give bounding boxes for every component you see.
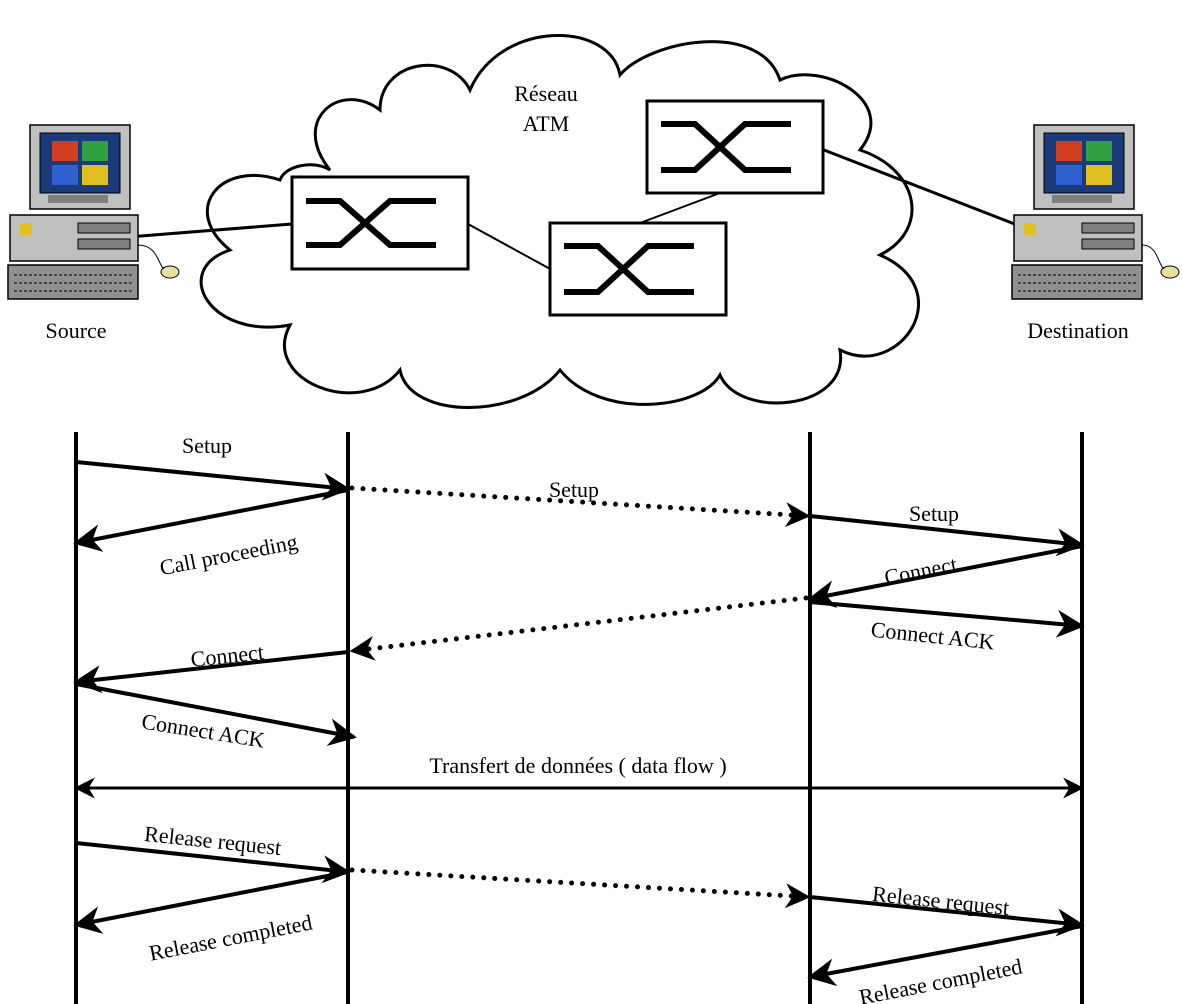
- link-switch3-destination: [823, 148, 1031, 232]
- call-proceeding-label: Call proceeding: [158, 529, 300, 580]
- connect-arrow-dotted: [349, 595, 809, 661]
- release-request-arrow-right: [809, 895, 1085, 937]
- release-completed-arrow-right: [807, 924, 1083, 987]
- setup-label-1: Setup: [182, 433, 232, 458]
- connect-ack-arrow-left: [75, 682, 357, 747]
- release-completed-label-right: Release completed: [857, 954, 1024, 1004]
- destination-computer-icon: [1011, 124, 1180, 300]
- release-completed-label-left: Release completed: [147, 910, 314, 966]
- source-computer-icon: [7, 124, 180, 300]
- connect-label-right: Connect: [882, 551, 959, 590]
- destination-label: Destination: [1027, 318, 1128, 343]
- atm-switch-icon: [548, 221, 728, 317]
- call-proceeding-arrow: [73, 488, 349, 552]
- cloud-label-line2: ATM: [523, 111, 569, 136]
- release-completed-arrow-left: [73, 870, 349, 934]
- data-flow-label: Transfert de données ( data flow ): [429, 753, 726, 778]
- setup-arrow-2-dotted: [349, 485, 811, 528]
- link-switch1-switch2: [467, 223, 553, 271]
- connect-label-left: Connect: [189, 639, 265, 672]
- connect-ack-arrow-right: [809, 600, 1085, 638]
- setup-arrow-3: [809, 514, 1085, 557]
- source-label: Source: [45, 318, 106, 343]
- setup-label-3: Setup: [909, 501, 959, 526]
- setup-arrow-1: [75, 460, 351, 501]
- atm-switch-icon: [645, 99, 825, 195]
- cloud-label-line1: Réseau: [514, 81, 578, 106]
- connect-ack-label-right: Connect ACK: [870, 617, 996, 655]
- connect-arrow-right: [807, 544, 1083, 608]
- link-source-switch1: [127, 222, 293, 239]
- release-request-label-right: Release request: [871, 881, 1010, 920]
- release-request-arrow-dotted: [349, 867, 811, 909]
- release-request-arrow-left: [75, 841, 351, 884]
- link-switch2-switch3: [639, 192, 721, 224]
- atm-switch-icon: [290, 175, 470, 271]
- setup-label-2: Setup: [549, 477, 599, 502]
- connect-arrow-left: [73, 650, 349, 694]
